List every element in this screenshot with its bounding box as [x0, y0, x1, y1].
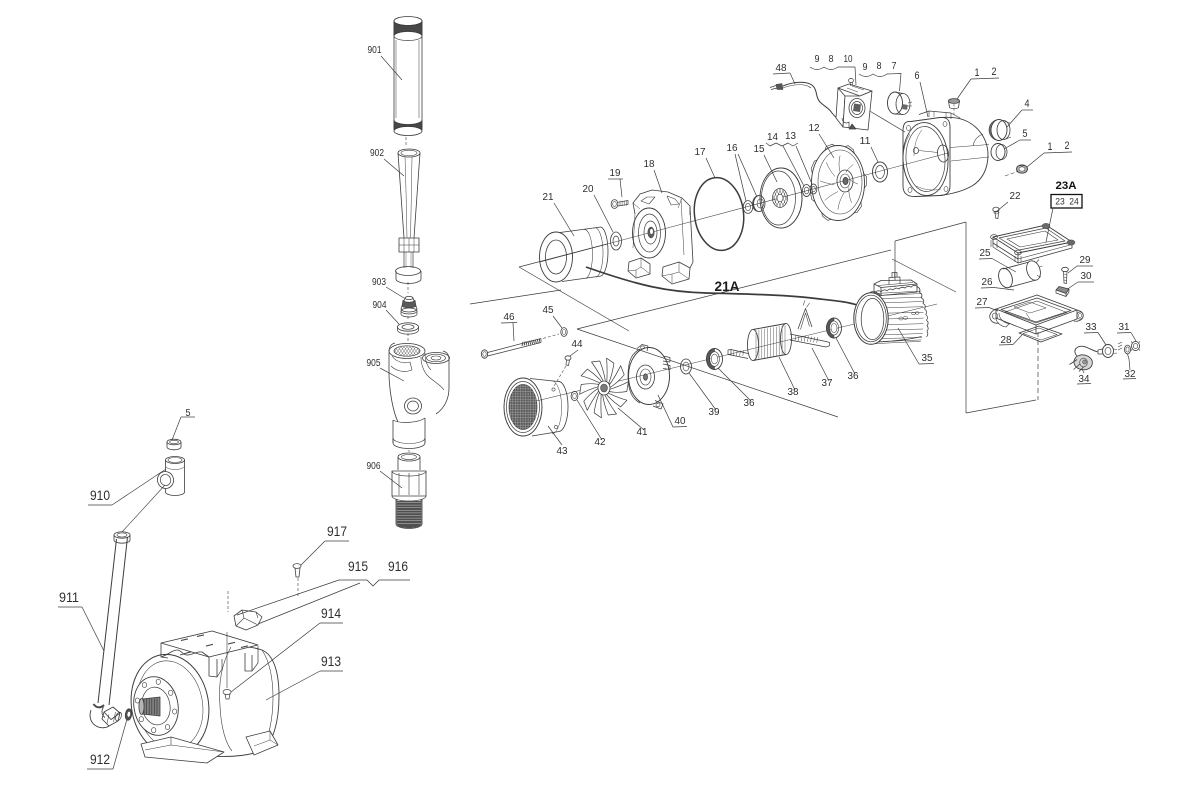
svg-text:48: 48 — [776, 63, 787, 74]
svg-text:912: 912 — [90, 751, 110, 767]
svg-text:43: 43 — [557, 446, 568, 457]
svg-text:913: 913 — [321, 653, 341, 669]
svg-text:15: 15 — [754, 144, 765, 155]
svg-text:902: 902 — [370, 148, 384, 159]
svg-text:22: 22 — [1010, 191, 1021, 202]
svg-text:23: 23 — [1055, 197, 1065, 208]
svg-text:11: 11 — [860, 136, 871, 147]
svg-text:12: 12 — [809, 123, 820, 134]
svg-text:38: 38 — [788, 387, 799, 398]
svg-text:903: 903 — [372, 277, 386, 288]
svg-text:37: 37 — [822, 378, 833, 389]
svg-text:44: 44 — [572, 339, 583, 350]
svg-text:1: 1 — [975, 67, 980, 79]
svg-text:36: 36 — [848, 371, 859, 382]
svg-text:30: 30 — [1081, 271, 1092, 282]
svg-text:28: 28 — [1001, 335, 1012, 346]
svg-text:13: 13 — [785, 131, 796, 142]
svg-text:45: 45 — [543, 305, 554, 316]
svg-text:6: 6 — [915, 70, 920, 82]
svg-text:901: 901 — [368, 45, 382, 56]
svg-text:25: 25 — [980, 248, 991, 259]
svg-text:24: 24 — [1069, 197, 1079, 208]
svg-text:1: 1 — [1048, 141, 1053, 153]
svg-text:2: 2 — [992, 66, 997, 78]
svg-text:20: 20 — [583, 184, 594, 195]
svg-text:914: 914 — [321, 605, 341, 621]
svg-text:8: 8 — [877, 61, 882, 72]
svg-text:7: 7 — [892, 61, 897, 72]
svg-text:911: 911 — [59, 589, 79, 605]
svg-text:910: 910 — [90, 487, 110, 503]
svg-text:23A: 23A — [1056, 180, 1077, 192]
svg-text:46: 46 — [504, 312, 515, 323]
svg-text:905: 905 — [367, 358, 381, 369]
svg-text:5: 5 — [186, 408, 191, 419]
svg-text:42: 42 — [595, 437, 606, 448]
svg-text:4: 4 — [1025, 98, 1030, 110]
svg-text:906: 906 — [367, 461, 381, 472]
svg-text:31: 31 — [1119, 322, 1130, 333]
svg-text:35: 35 — [922, 353, 933, 364]
svg-text:18: 18 — [644, 159, 655, 170]
svg-text:21A: 21A — [715, 278, 740, 294]
svg-text:19: 19 — [610, 168, 621, 179]
svg-text:16: 16 — [727, 143, 738, 154]
svg-text:14: 14 — [767, 132, 778, 143]
svg-text:8: 8 — [829, 54, 834, 65]
svg-text:917: 917 — [327, 523, 347, 539]
svg-text:916: 916 — [388, 558, 408, 574]
svg-text:40: 40 — [675, 416, 686, 427]
svg-text:41: 41 — [637, 427, 648, 438]
svg-text:26: 26 — [982, 277, 993, 288]
svg-text:21: 21 — [543, 192, 554, 203]
svg-text:29: 29 — [1080, 255, 1091, 266]
svg-text:9: 9 — [863, 62, 868, 73]
svg-text:10: 10 — [844, 54, 853, 65]
svg-text:33: 33 — [1086, 322, 1097, 333]
svg-text:39: 39 — [709, 407, 720, 418]
svg-text:17: 17 — [695, 147, 706, 158]
svg-text:27: 27 — [977, 297, 988, 308]
svg-text:915: 915 — [348, 558, 368, 574]
svg-text:904: 904 — [373, 300, 387, 311]
svg-text:9: 9 — [815, 54, 820, 65]
svg-text:5: 5 — [1023, 128, 1028, 140]
svg-text:2: 2 — [1065, 140, 1070, 152]
svg-text:36: 36 — [744, 398, 755, 409]
svg-text:34: 34 — [1079, 374, 1090, 385]
svg-text:32: 32 — [1125, 369, 1136, 380]
